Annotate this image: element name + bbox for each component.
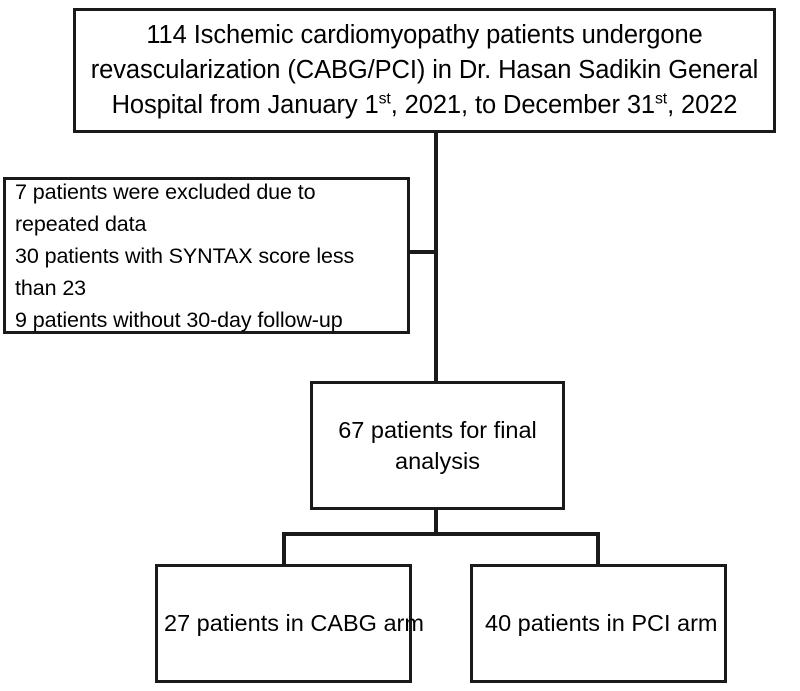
enrolled-line-3-suffix: , 2022 [667,91,738,119]
connector-branch-pci [596,532,600,566]
exclusion-reason-repeated-data: 7 patients were excluded due to repeated… [15,179,316,236]
exclusion-criteria-box: 7 patients were excluded due to repeated… [3,177,410,334]
connector-split-bar [282,532,600,536]
enrolled-cohort-box: 114 Ischemic cardiomyopathy patients und… [73,8,776,133]
enrolled-line-3-prefix: Hospital from January 1 [111,91,379,119]
connector-enrolled-to-final [434,131,438,383]
ordinal-suffix-second: st [654,90,668,108]
exclusion-reason-syntax-score: 30 patients with SYNTAX score less than … [15,243,355,300]
pci-arm-box: 40 patients in PCI arm [470,564,727,683]
connector-trunk-to-exclusion [407,250,437,254]
enrolled-line-3: Hospital from January 1st, 2021, to Dece… [112,88,738,123]
exclusion-reason-no-followup: 9 patients without 30-day follow-up [15,307,343,332]
enrolled-line-3-middle: , 2021, to December 31 [390,91,655,119]
ordinal-suffix-first: st [378,90,391,108]
final-analysis-line-1: 67 patients for final [338,416,537,443]
pci-arm-label: 40 patients in PCI arm [485,610,718,636]
cabg-arm-box: 27 patients in CABG arm [155,564,424,683]
enrolled-line-2: revascularization (CABG/PCI) in Dr. Hasa… [90,56,759,84]
enrolled-line-1: 114 Ischemic cardiomyopathy patients und… [146,21,703,49]
connector-final-down [434,508,438,536]
cabg-arm-label: 27 patients in CABG arm [164,610,424,636]
connector-branch-cabg [282,532,286,566]
final-analysis-box: 67 patients for final analysis [310,381,565,510]
final-analysis-line-2: analysis [395,447,480,474]
